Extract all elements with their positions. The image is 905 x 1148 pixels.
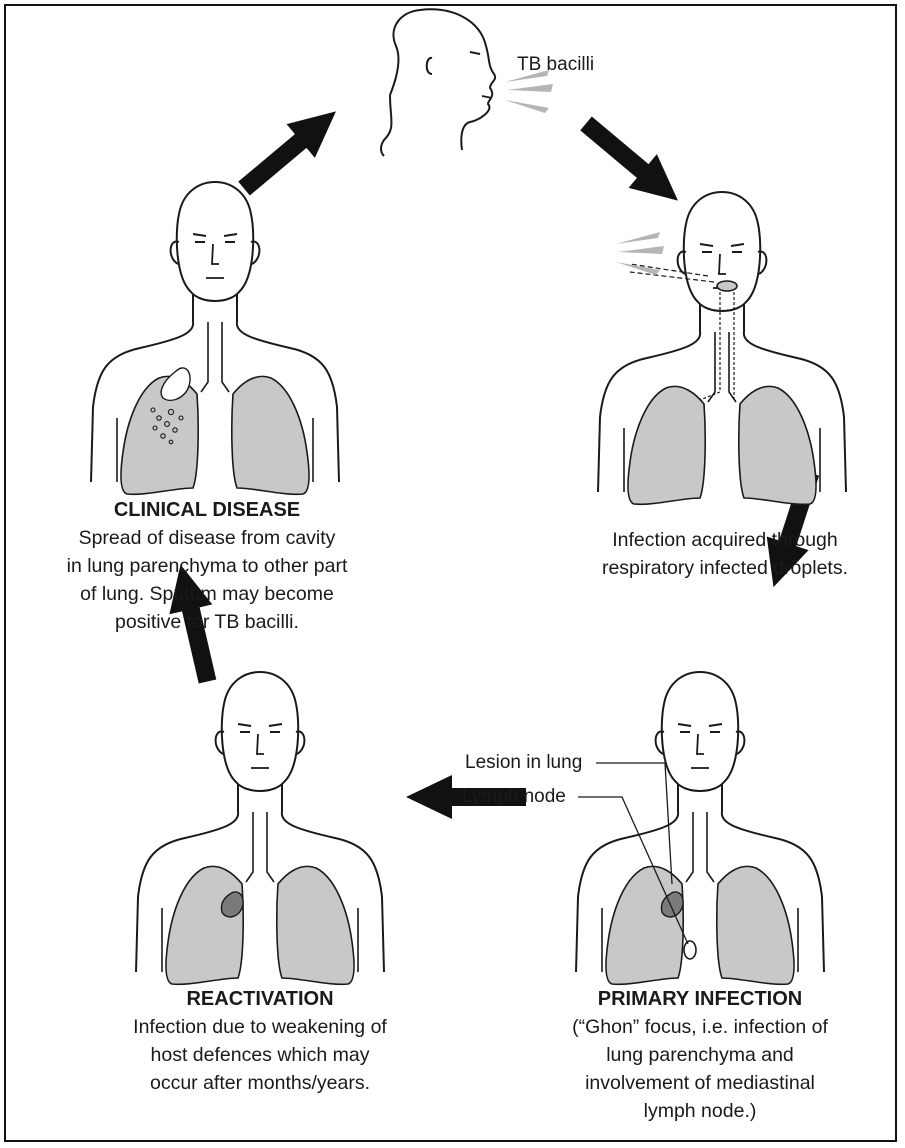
label-lesion: Lesion in lung (465, 752, 582, 774)
primary-line: involvement of mediastinal (540, 1069, 860, 1097)
droplet-spray-icon (505, 70, 553, 113)
torso-lungs-icon (91, 182, 339, 494)
reactivation-title: REACTIVATION (80, 985, 440, 1013)
clinical-line: in lung parenchyma to other part (16, 552, 398, 580)
source-label: TB bacilli (517, 54, 594, 76)
primary-line: (“Ghon” focus, i.e. infection of (540, 1013, 860, 1041)
torso-lungs-icon (576, 672, 824, 984)
clinical-line: Spread of disease from cavity (16, 524, 398, 552)
clinical-title: CLINICAL DISEASE (16, 496, 398, 524)
reactivation-line: Infection due to weakening of (80, 1013, 440, 1041)
label-lymph-node: Lymph node (462, 786, 566, 808)
caption-reactivation: REACTIVATION Infection due to weakening … (80, 985, 440, 1097)
reactivation-line: occur after months/years. (80, 1069, 440, 1097)
arrow-icon (572, 107, 692, 218)
infection-line: respiratory infected droplets. (560, 554, 890, 582)
caption-clinical: CLINICAL DISEASE Spread of disease from … (16, 496, 398, 636)
arrow-icon (230, 95, 350, 206)
reactivation-line: host defences which may (80, 1041, 440, 1069)
clinical-line: positive for TB bacilli. (16, 608, 398, 636)
caption-infection: Infection acquired through respiratory i… (560, 526, 890, 582)
clinical-line: of lung. Sputum may become (16, 580, 398, 608)
torso-lungs-icon (136, 672, 384, 984)
primary-line: lung parenchyma and (540, 1041, 860, 1069)
primary-line: lymph node.) (540, 1097, 860, 1125)
primary-title: PRIMARY INFECTION (540, 985, 860, 1013)
head-profile-icon (381, 9, 495, 156)
caption-primary: PRIMARY INFECTION (“Ghon” focus, i.e. in… (540, 985, 860, 1125)
infection-line: Infection acquired through (560, 526, 890, 554)
